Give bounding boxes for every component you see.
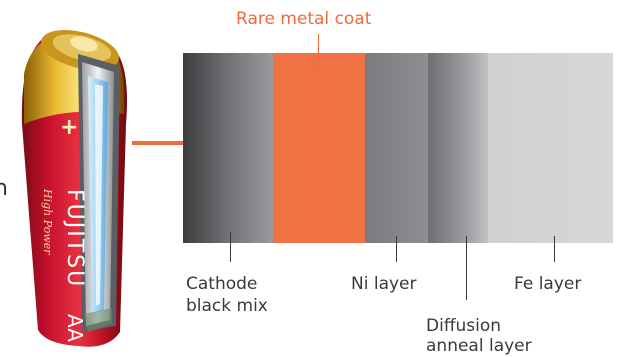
fe-leader bbox=[554, 236, 555, 262]
layer-cross-section bbox=[183, 53, 613, 243]
diffusion-label-line1: Diffusion bbox=[426, 316, 502, 336]
ni-leader bbox=[396, 236, 397, 262]
cathode-label-line1: Cathode bbox=[186, 274, 258, 294]
rare-metal-coat-leader bbox=[318, 34, 319, 70]
ni-layer-label: Ni layer bbox=[351, 274, 417, 294]
fe-layer bbox=[488, 53, 613, 243]
battery-model-label: AA bbox=[63, 314, 87, 342]
left-edge-text-fragment: n bbox=[0, 176, 8, 201]
battery-plus-label: + bbox=[60, 115, 78, 140]
diffusion-anneal-layer bbox=[428, 53, 488, 243]
fe-layer-label: Fe layer bbox=[514, 274, 582, 294]
diffusion-leader bbox=[466, 236, 467, 300]
battery-brand-label: FUJITSU bbox=[62, 189, 87, 288]
cathode-leader bbox=[230, 232, 231, 262]
battery-series-label: High Power bbox=[41, 188, 54, 255]
rare-metal-coat-layer bbox=[273, 53, 365, 243]
cathode-label-line2: black mix bbox=[186, 296, 268, 316]
cathode-layer bbox=[183, 53, 273, 243]
diffusion-label-line2: anneal layer bbox=[426, 336, 532, 356]
battery-cutaway-illustration: + FUJITSU AA High Power bbox=[21, 30, 127, 347]
ni-layer bbox=[365, 53, 428, 243]
rare-metal-coat-label: Rare metal coat bbox=[236, 9, 372, 29]
